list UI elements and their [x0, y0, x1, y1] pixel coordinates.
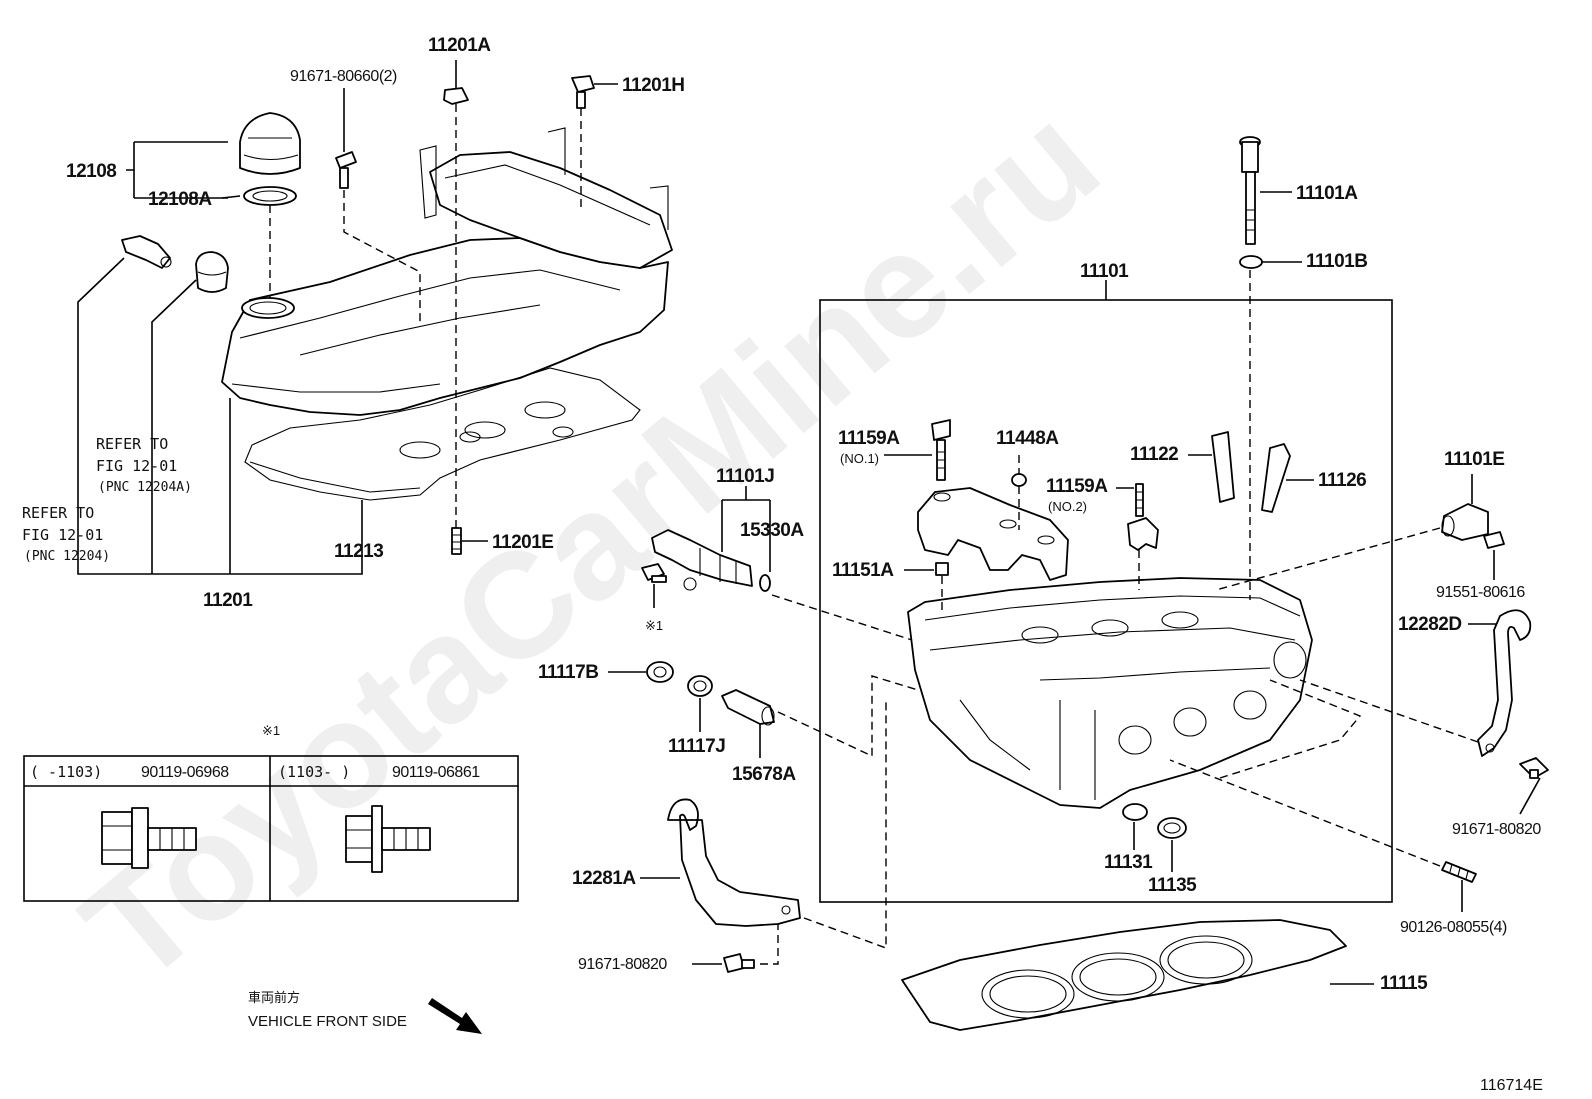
label-11131: 11131 — [1104, 852, 1153, 873]
label-11159A-no2: 11159A — [1046, 476, 1108, 497]
label-11126: 11126 — [1318, 470, 1366, 491]
label-11101E: 11101E — [1444, 449, 1504, 470]
oil-filler-cap[interactable] — [239, 112, 301, 175]
camshaft-bearing-cap-no1[interactable] — [917, 487, 1069, 581]
plug-11117B[interactable] — [646, 661, 674, 683]
nut-11201A[interactable] — [443, 87, 469, 105]
sensor-11101E[interactable] — [1441, 503, 1489, 541]
figure-id: 116714E — [1480, 1077, 1543, 1094]
label-note-mark: ※1 — [645, 618, 663, 633]
refer-b-line2: FIG 12-01 — [22, 526, 103, 544]
oil-control-valve[interactable] — [651, 529, 753, 591]
direction-en: VEHICLE FRONT SIDE — [248, 1013, 407, 1030]
direction-jp: 車両前方 — [248, 990, 300, 1005]
label-11115: 11115 — [1380, 973, 1428, 994]
valve-guide-11122[interactable] — [1211, 431, 1235, 503]
table-col1-range: ( -1103) — [30, 763, 102, 781]
label-91671-80660: 91671-80660(2) — [290, 68, 397, 85]
table-col2-range: (1103- ) — [278, 763, 350, 781]
label-11201A: 11201A — [428, 35, 491, 56]
label-11122: 11122 — [1130, 444, 1178, 465]
label-11101: 11101 — [1080, 261, 1129, 282]
cover-gasket[interactable] — [244, 367, 641, 501]
label-91551-80616: 91551-80616 — [1436, 584, 1525, 601]
label-11135: 11135 — [1148, 875, 1197, 896]
stud-90126-08055[interactable] — [1441, 861, 1477, 883]
label-11151A: 11151A — [832, 560, 894, 581]
label-note-mark2: ※1 — [262, 723, 280, 738]
plug-11131[interactable] — [1122, 803, 1148, 821]
label-11201H: 11201H — [622, 75, 685, 96]
bolt-91551-80616[interactable] — [1483, 531, 1505, 549]
oil-filler-neck — [241, 297, 295, 319]
label-11117J: 11117J — [668, 736, 725, 757]
front-arrow-icon — [428, 998, 482, 1034]
refer-b-line3: (PNC 12204) — [24, 549, 110, 564]
refer-b-line1: REFER TO — [22, 504, 94, 522]
valve-guide-11126[interactable] — [1261, 443, 1291, 513]
bolt-note1[interactable] — [641, 563, 667, 583]
bolt-11159A-no2[interactable] — [1135, 483, 1144, 517]
flange-bolt-icon — [101, 807, 197, 869]
engine-hanger-12281A[interactable] — [667, 798, 801, 927]
refer-a-line3: (PNC 12204A) — [98, 480, 192, 495]
pcv-grommet[interactable] — [195, 251, 229, 293]
label-91671-80820-left: 91671-80820 — [578, 956, 667, 973]
label-11117B: 11117B — [538, 662, 598, 683]
label-12281A: 12281A — [572, 868, 636, 889]
bolt-91671-80660[interactable] — [335, 151, 357, 189]
head-bolt-11101A[interactable] — [1239, 136, 1261, 245]
cover-baffle-tray — [429, 151, 673, 269]
table-col1-part: 90119-06968 — [141, 764, 229, 781]
label-11159A-no2-sub: (NO.2) — [1048, 499, 1087, 514]
label-12108: 12108 — [66, 161, 116, 182]
washer-bolt-icon — [345, 805, 431, 873]
bolt-91671-80820-left[interactable] — [723, 953, 755, 973]
stud-11201E[interactable] — [451, 527, 462, 555]
valve-cover-group — [221, 127, 673, 501]
part-11448A[interactable] — [1011, 473, 1027, 487]
label-11159A-no1-sub: (NO.1) — [840, 451, 879, 466]
bolt-91671-80820-right[interactable] — [1519, 757, 1549, 779]
label-11201: 11201 — [203, 590, 253, 611]
o-ring-15330A[interactable] — [759, 574, 771, 592]
table-col2-part: 90119-06861 — [392, 764, 480, 781]
refer-a-line1: REFER TO — [96, 435, 168, 453]
union-15678A[interactable] — [721, 689, 775, 726]
cylinder-head-cover[interactable] — [221, 237, 669, 416]
washer-11101B[interactable] — [1239, 255, 1263, 269]
label-11201E: 11201E — [492, 532, 553, 553]
label-11101J: 11101J — [716, 466, 774, 487]
camshaft-bearing-cap-no2[interactable] — [1127, 517, 1159, 551]
bolt-11201H[interactable] — [571, 75, 595, 109]
plug-11135[interactable] — [1157, 817, 1187, 839]
label-15330A: 15330A — [740, 520, 804, 541]
label-11448A: 11448A — [996, 428, 1059, 449]
engine-hanger-12282D[interactable] — [1477, 609, 1532, 757]
bolt-variant-table: ※1 ( -1103) 90119-06968 (1103- ) 90119-0… — [23, 723, 519, 902]
label-90126-08055: 90126-08055(4) — [1400, 919, 1507, 936]
label-12282D: 12282D — [1398, 614, 1462, 635]
oil-filler-cap-gasket[interactable] — [243, 186, 297, 206]
label-12108A: 12108A — [148, 189, 212, 210]
refer-a-line2: FIG 12-01 — [96, 457, 177, 475]
label-11159A-no1: 11159A — [838, 428, 900, 449]
label-11101B: 11101B — [1306, 251, 1367, 272]
cylinder-head[interactable] — [907, 577, 1313, 809]
bolt-11159A-no1[interactable] — [931, 419, 951, 481]
dowel-11151A[interactable] — [935, 562, 949, 576]
label-11213: 11213 — [334, 541, 383, 562]
label-15678A: 15678A — [732, 764, 796, 785]
pcv-valve[interactable] — [121, 235, 172, 269]
gasket-11117J[interactable] — [687, 675, 713, 697]
label-11101A: 11101A — [1296, 183, 1358, 204]
label-91671-80820-right: 91671-80820 — [1452, 821, 1541, 838]
cylinder-head-gasket[interactable] — [901, 919, 1347, 1031]
